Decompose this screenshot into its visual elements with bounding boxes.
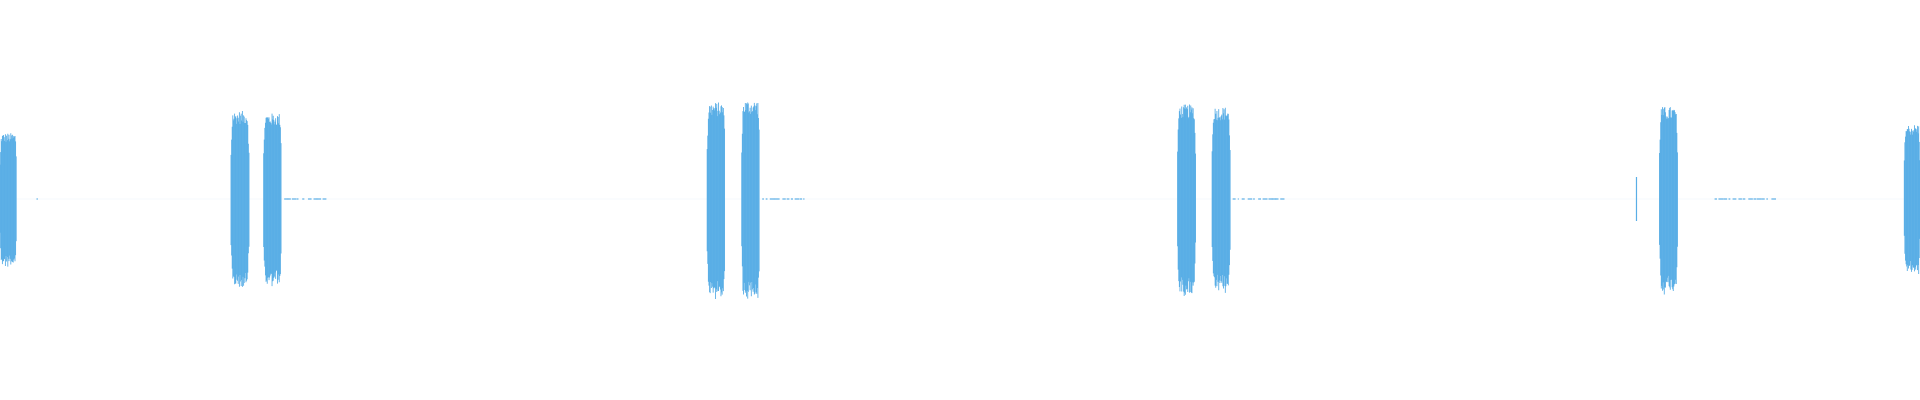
waveform-burst: [741, 102, 760, 299]
waveform-burst: [230, 111, 250, 287]
waveform-burst: [263, 113, 282, 287]
waveform-burst: [706, 102, 726, 299]
waveform-burst: [1177, 104, 1197, 297]
waveform-burst: [1211, 107, 1231, 293]
waveform-burst: [1903, 125, 1920, 275]
waveform-burst: [1659, 107, 1678, 295]
waveform-burst: [0, 133, 17, 267]
